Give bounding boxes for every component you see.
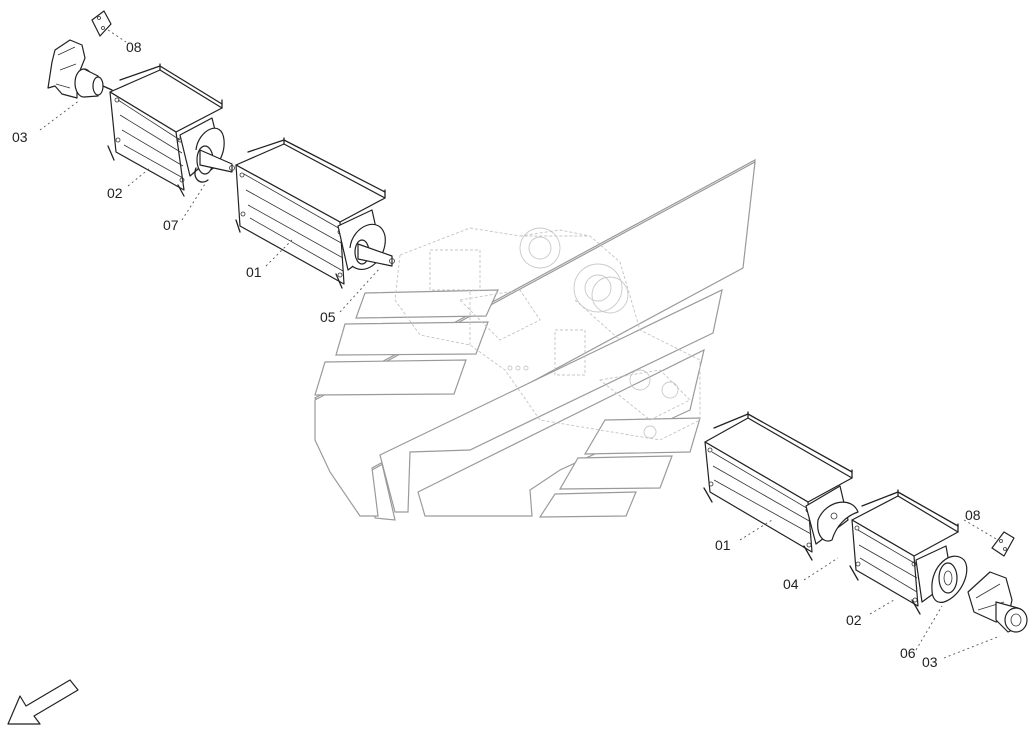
- leader-lines: [39, 29, 1001, 659]
- callout-02-top: 02: [107, 185, 123, 201]
- callout-05-top: 05: [320, 309, 336, 325]
- callout-08-bottom: 08: [965, 507, 981, 523]
- part-03-bracket-top: [47, 39, 113, 99]
- callout-03-top: 03: [12, 129, 28, 145]
- callout-06-bottom: 06: [900, 645, 916, 661]
- callout-08-top: 08: [126, 39, 142, 55]
- part-01-housing-top: [235, 137, 395, 289]
- callout-03-bottom: 03: [922, 654, 938, 670]
- ghost-drive-assembly: [394, 227, 701, 441]
- orientation-arrow-icon: [7, 679, 79, 725]
- callout-01-bottom: 01: [715, 537, 731, 553]
- part-07-ring-top: [194, 167, 209, 183]
- callout-01-top: 01: [246, 264, 262, 280]
- part-02-housing-bottom: [849, 489, 959, 615]
- part-02-housing-top: [107, 63, 235, 197]
- callout-02-bottom: 02: [846, 612, 862, 628]
- part-03-bracket-bottom: [967, 571, 1028, 633]
- callout-04-bottom: 04: [783, 576, 799, 592]
- part-08-plate-top: [91, 10, 112, 37]
- part-06-disc-bottom: [915, 545, 968, 603]
- watermark-logo-icon: [313, 158, 756, 521]
- part-01-housing-bottom: [703, 411, 859, 561]
- part-08-plate-bottom: [991, 531, 1015, 557]
- callout-07-top: 07: [163, 217, 179, 233]
